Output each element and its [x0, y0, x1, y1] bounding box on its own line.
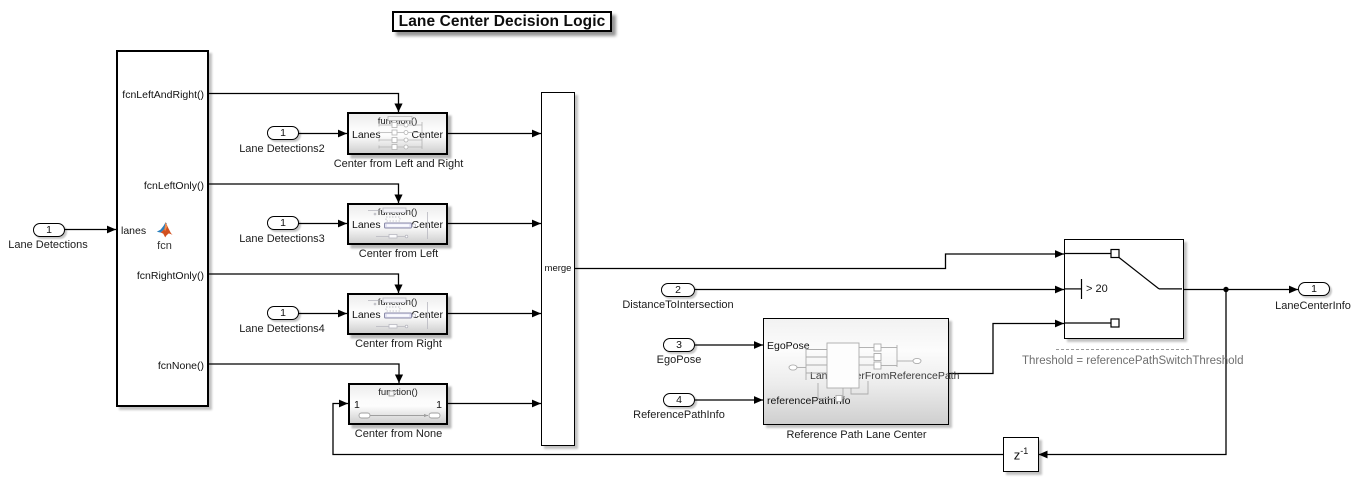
inport-lane-detections4-num: 1: [280, 307, 286, 319]
reference-path-thumbnail: [788, 342, 922, 402]
inport-reference-path-info-label: ReferencePathInfo: [633, 409, 725, 421]
center-from-none-inport: 1: [354, 399, 360, 411]
inport-reference-path-info[interactable]: 4: [663, 393, 695, 407]
merge-block[interactable]: merge: [541, 92, 575, 446]
unit-delay-base: z: [1013, 447, 1021, 463]
center-from-left-and-right-inport: Lanes: [352, 128, 381, 141]
inport-ego-pose[interactable]: 3: [663, 338, 695, 352]
outport-lane-center-info-num: 1: [1311, 283, 1317, 295]
unit-delay-label: z-1: [1014, 446, 1029, 462]
dispatcher-out-fcnleftonly: fcnLeftOnly(): [143, 179, 204, 192]
center-from-left-and-right-outport: Center: [411, 128, 443, 141]
dispatcher-icon-caption: fcn: [157, 240, 172, 252]
reference-path-lane-center-block[interactable]: EgoPose referencePathInfo LaneCenterFrom…: [763, 318, 959, 425]
center-from-left-thumbnail: [368, 207, 428, 239]
wire-fcnleftandright[interactable]: [209, 92, 400, 113]
switch-block[interactable]: > 20: [1064, 239, 1184, 339]
merge-label: merge: [544, 263, 572, 274]
lane-detection-dispatcher-block[interactable]: lanes fcn fcnLeftAndRight() fcnLeftOnly(…: [116, 50, 209, 407]
dispatcher-inport-label: lanes: [121, 225, 147, 237]
center-from-left-and-right-thumbnail: [378, 116, 423, 150]
center-from-left-inport: Lanes: [352, 219, 381, 231]
wire-fcnrightonly[interactable]: [209, 273, 400, 293]
center-from-none-label: Center from None: [354, 428, 443, 440]
center-from-right-block[interactable]: function() Lanes Center: [347, 293, 448, 335]
inport-distance-label: DistanceToIntersection: [622, 299, 734, 311]
unit-delay-exponent: -1: [1020, 446, 1029, 457]
dispatcher-out-fcnnone: fcnNone(): [157, 359, 204, 372]
inport-lane-detections4-label: Lane Detections4: [239, 323, 325, 335]
center-from-none-outport: 1: [436, 399, 442, 411]
center-from-none-header: function(): [378, 387, 418, 398]
reference-path-inport-egopose: EgoPose: [767, 339, 810, 352]
wire-junction-dot: [1223, 286, 1229, 293]
inport-lane-detections2-num: 1: [280, 127, 286, 139]
inport-reference-path-info-num: 4: [676, 394, 682, 406]
wire-fcnnone[interactable]: [209, 363, 400, 383]
center-from-right-label: Center from Right: [355, 338, 442, 350]
matlab-fcn-icon: [156, 222, 173, 238]
switch-threshold-annotation[interactable]: Threshold = referencePathSwitchThreshold: [1022, 355, 1244, 367]
reference-path-lane-center-label: Reference Path Lane Center: [786, 429, 927, 441]
inport-lane-detections-num: 1: [46, 223, 52, 236]
arrowheads: [107, 103, 1298, 459]
inport-distance-to-intersection[interactable]: 2: [661, 283, 695, 297]
inport-ego-pose-label: EgoPose: [656, 354, 702, 366]
dispatcher-out-fcnleftandright: fcnLeftAndRight(): [122, 89, 204, 101]
center-from-right-inport: Lanes: [352, 309, 381, 321]
wire-feedback-to-delay[interactable]: [1038, 289, 1227, 456]
wire-refpath-to-switch[interactable]: [949, 322, 1064, 375]
wire-fcnleftonly[interactable]: [209, 183, 400, 203]
center-from-left-and-right-label: Center from Left and Right: [333, 158, 464, 170]
inport-lane-detections4[interactable]: 1: [267, 306, 299, 320]
inport-lane-detections2-label: Lane Detections2: [239, 143, 325, 155]
reference-path-inport-referencepathinfo: referencePathInfo: [767, 394, 851, 407]
unit-delay-block[interactable]: z-1: [1003, 437, 1039, 472]
inport-lane-detections2[interactable]: 1: [267, 126, 299, 140]
switch-criteria-label: > 20: [1086, 282, 1108, 295]
inport-lane-detections3-num: 1: [280, 217, 286, 229]
inport-distance-num: 2: [675, 284, 681, 296]
diagram-title[interactable]: Lane Center Decision Logic: [392, 11, 612, 32]
dispatcher-out-fcnrightonly: fcnRightOnly(): [136, 269, 204, 282]
center-from-left-and-right-block[interactable]: function() Lanes Center: [347, 112, 448, 155]
inport-lane-detections3-label: Lane Detections3: [239, 233, 325, 245]
center-from-right-thumbnail: [368, 297, 428, 329]
inport-lane-detections-label: Lane Detections: [8, 239, 88, 251]
center-from-none-block[interactable]: function() 1 1: [348, 383, 448, 425]
inport-lane-detections3[interactable]: 1: [267, 216, 299, 230]
inport-ego-pose-num: 3: [676, 339, 682, 351]
switch-internals: [1065, 248, 1182, 328]
center-from-left-and-right-header: function(): [377, 116, 418, 127]
center-from-left-label: Center from Left: [358, 248, 439, 260]
wire-merge-to-switch[interactable]: [575, 253, 1064, 270]
center-from-left-block[interactable]: function() Lanes Center: [347, 203, 448, 245]
outport-lane-center-info[interactable]: 1: [1298, 282, 1330, 296]
outport-lane-center-info-label: LaneCenterInfo: [1275, 300, 1351, 312]
center-from-none-thumbnail: [358, 390, 441, 419]
inport-lane-detections[interactable]: 1: [33, 222, 65, 237]
